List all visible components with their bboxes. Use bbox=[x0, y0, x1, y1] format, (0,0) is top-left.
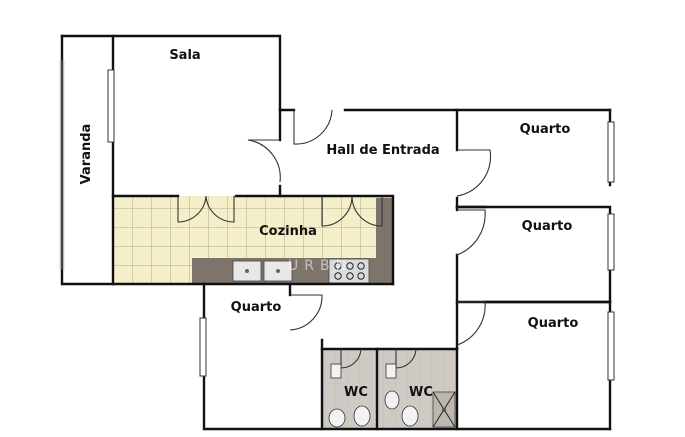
room-label-cozinha: Cozinha bbox=[259, 224, 317, 239]
shower-icon bbox=[432, 391, 456, 428]
room-label-quarto-4: Quarto bbox=[231, 300, 282, 315]
room-label-wc-2: WC bbox=[409, 385, 433, 400]
room-label-wc-1: WC bbox=[344, 385, 368, 400]
room-label-quarto-1: Quarto bbox=[520, 122, 571, 137]
room-label-quarto-3: Quarto bbox=[528, 316, 579, 331]
watermark-text: URBN bbox=[288, 258, 352, 274]
room-label-sala: Sala bbox=[169, 48, 200, 63]
sink-icon bbox=[232, 260, 293, 282]
room-label-quarto-2: Quarto bbox=[522, 219, 573, 234]
toilet-icon bbox=[328, 363, 419, 428]
stove-icon bbox=[328, 258, 370, 284]
window-icon bbox=[59, 60, 615, 381]
room-label-hall: Hall de Entrada bbox=[326, 143, 439, 158]
room-label-varanda: Varanda bbox=[79, 124, 94, 185]
